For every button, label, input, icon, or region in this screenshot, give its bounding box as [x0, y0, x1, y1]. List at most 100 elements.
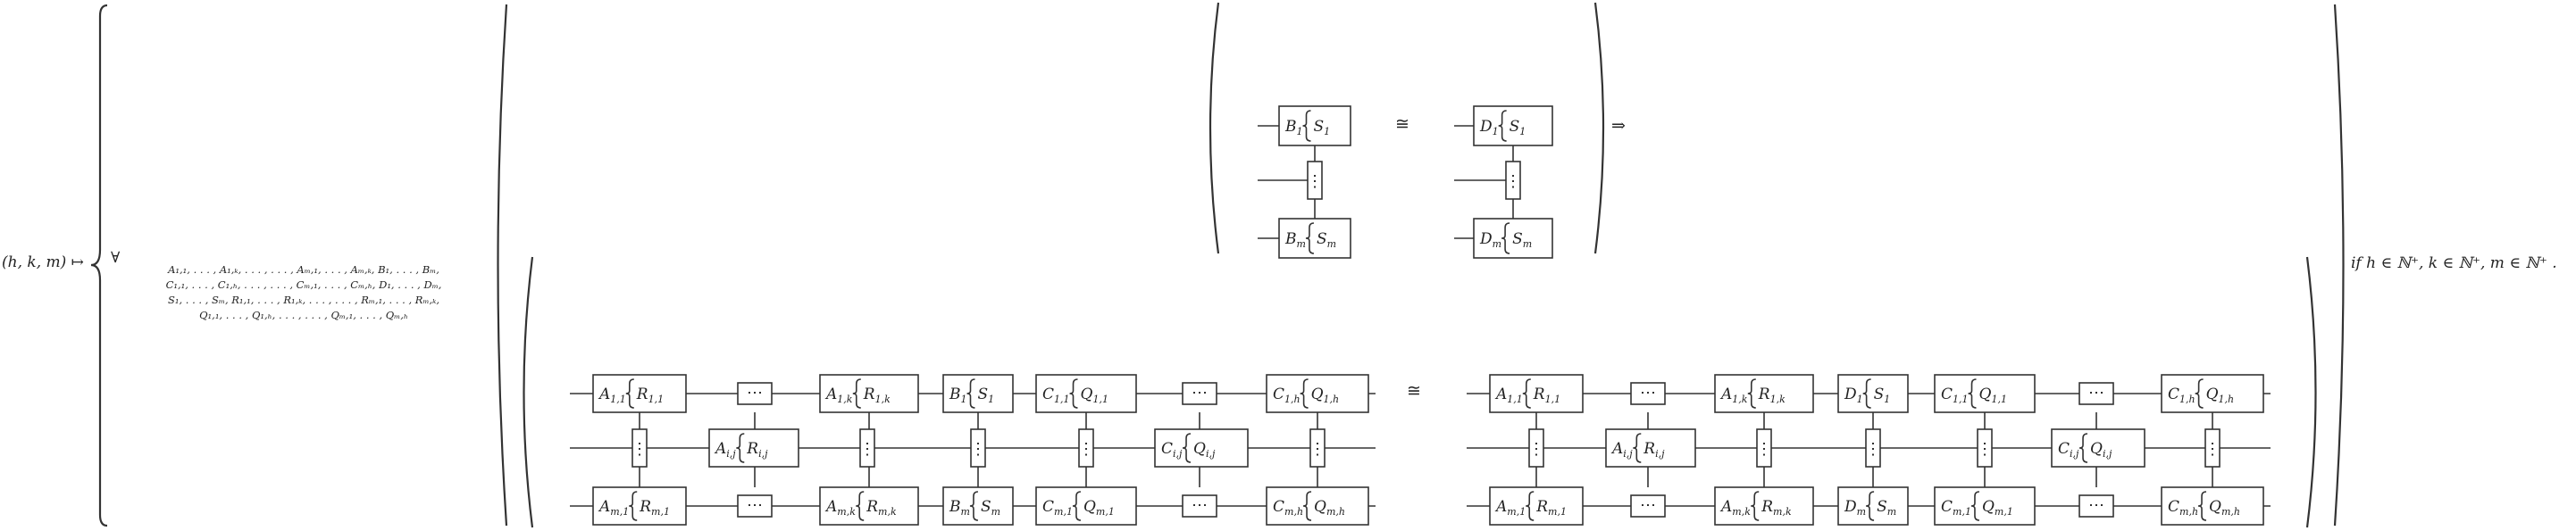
- box-outline: [970, 428, 986, 468]
- box-outline: [1035, 374, 1137, 413]
- cdots-box: ⋯: [737, 494, 773, 518]
- box-outline: [942, 374, 1014, 413]
- vdots-symbol: ⋮: [859, 440, 875, 459]
- cdots-symbol: ⋯: [1640, 384, 1656, 402]
- box-outline: [2078, 382, 2114, 405]
- curly-brace-glyph: [1633, 433, 1642, 463]
- cdots-symbol: ⋯: [1192, 384, 1208, 402]
- quantifier-line-2: C₁,₁, . . . , C₁,ₕ, . . . , . . . , Cₘ,₁…: [166, 278, 442, 291]
- box-outline: [859, 428, 875, 468]
- vdots-box: ⋮: [1307, 161, 1323, 200]
- curly-brace-glyph: [1069, 378, 1078, 409]
- box-outline: [1837, 374, 1909, 413]
- curly-brace-glyph: [1751, 491, 1760, 521]
- cdots-symbol: ⋯: [747, 496, 763, 515]
- vdots-box: ⋮: [1528, 428, 1544, 468]
- mapping-prefix: (h, k, m) ↦: [2, 253, 84, 271]
- bottom-left-paren: [523, 256, 534, 528]
- cdots-symbol: ⋯: [747, 384, 763, 402]
- vdots-box: ⋮: [970, 428, 986, 468]
- cdots-box: ⋯: [2078, 494, 2114, 518]
- box-outline: [1307, 161, 1323, 200]
- cdots-symbol: ⋯: [1192, 496, 1208, 515]
- box-outline: [2161, 486, 2264, 526]
- cdots-symbol: ⋯: [2088, 496, 2104, 515]
- box-outline: [708, 428, 799, 468]
- vdots-box: ⋮: [631, 428, 648, 468]
- vdots-symbol: ⋮: [970, 440, 986, 459]
- curly-brace-glyph: [969, 491, 978, 521]
- cdots-symbol: ⋯: [2088, 384, 2104, 402]
- box-outline: [592, 374, 687, 413]
- box-outline: [1489, 486, 1584, 526]
- box-outline: [1035, 486, 1137, 526]
- bottom-cong-symbol: ≅: [1407, 381, 1421, 401]
- vdots-symbol: ⋮: [1865, 440, 1881, 459]
- box-outline: [1182, 382, 1217, 405]
- box-outline: [1528, 428, 1544, 468]
- curly-brace-glyph: [1866, 491, 1875, 521]
- curly-brace-glyph: [2195, 378, 2204, 409]
- curly-brace-glyph: [1501, 222, 1510, 254]
- box-outline: [819, 486, 919, 526]
- curly-brace-glyph: [1300, 378, 1309, 409]
- box-outline: [819, 374, 919, 413]
- box-outline: [592, 486, 687, 526]
- box-outline: [1505, 161, 1521, 200]
- cdots-box: ⋯: [2078, 382, 2114, 405]
- cdots-box: ⋯: [1182, 382, 1217, 405]
- box-outline: [1714, 374, 1814, 413]
- box-outline: [1630, 494, 1666, 518]
- box-outline: [1309, 428, 1326, 468]
- curly-brace-glyph: [1747, 378, 1756, 409]
- box-outline: [1154, 428, 1249, 468]
- curly-brace-glyph: [1305, 222, 1314, 254]
- curly-brace-glyph: [1302, 110, 1311, 142]
- curly-brace-glyph: [736, 433, 745, 463]
- condition-text: if h ∈ ℕ⁺, k ∈ ℕ⁺, m ∈ ℕ⁺ .: [2351, 254, 2557, 272]
- box-outline: [2161, 374, 2264, 413]
- box-outline: [737, 494, 773, 518]
- vdots-symbol: ⋮: [1078, 440, 1094, 459]
- box-outline: [1714, 486, 1814, 526]
- quantifier-line-3: S₁, . . . , Sₘ, R₁,₁, . . . , R₁,ₖ, . . …: [168, 294, 439, 306]
- box-outline: [1837, 486, 1909, 526]
- vdots-box: ⋮: [1977, 428, 1993, 468]
- vdots-symbol: ⋮: [631, 440, 648, 459]
- box-outline: [1865, 428, 1881, 468]
- top-cong-symbol: ≅: [1395, 114, 1409, 134]
- top-right-paren: [1593, 2, 1605, 254]
- curly-brace-glyph: [966, 378, 975, 409]
- vdots-symbol: ⋮: [1756, 440, 1772, 459]
- box-outline: [1473, 218, 1553, 259]
- box-brace-label: Rm,k: [866, 498, 897, 518]
- vdots-symbol: ⋮: [1309, 440, 1326, 459]
- quantifier-line-4: Q₁,₁, . . . , Q₁,ₕ, . . . , . . . , Qₘ,₁…: [199, 309, 408, 321]
- vdots-symbol: ⋮: [1307, 172, 1323, 191]
- box-outline: [1182, 494, 1217, 518]
- box-outline: [1473, 105, 1553, 146]
- top-left-paren: [1209, 2, 1220, 254]
- box-outline: [737, 382, 773, 405]
